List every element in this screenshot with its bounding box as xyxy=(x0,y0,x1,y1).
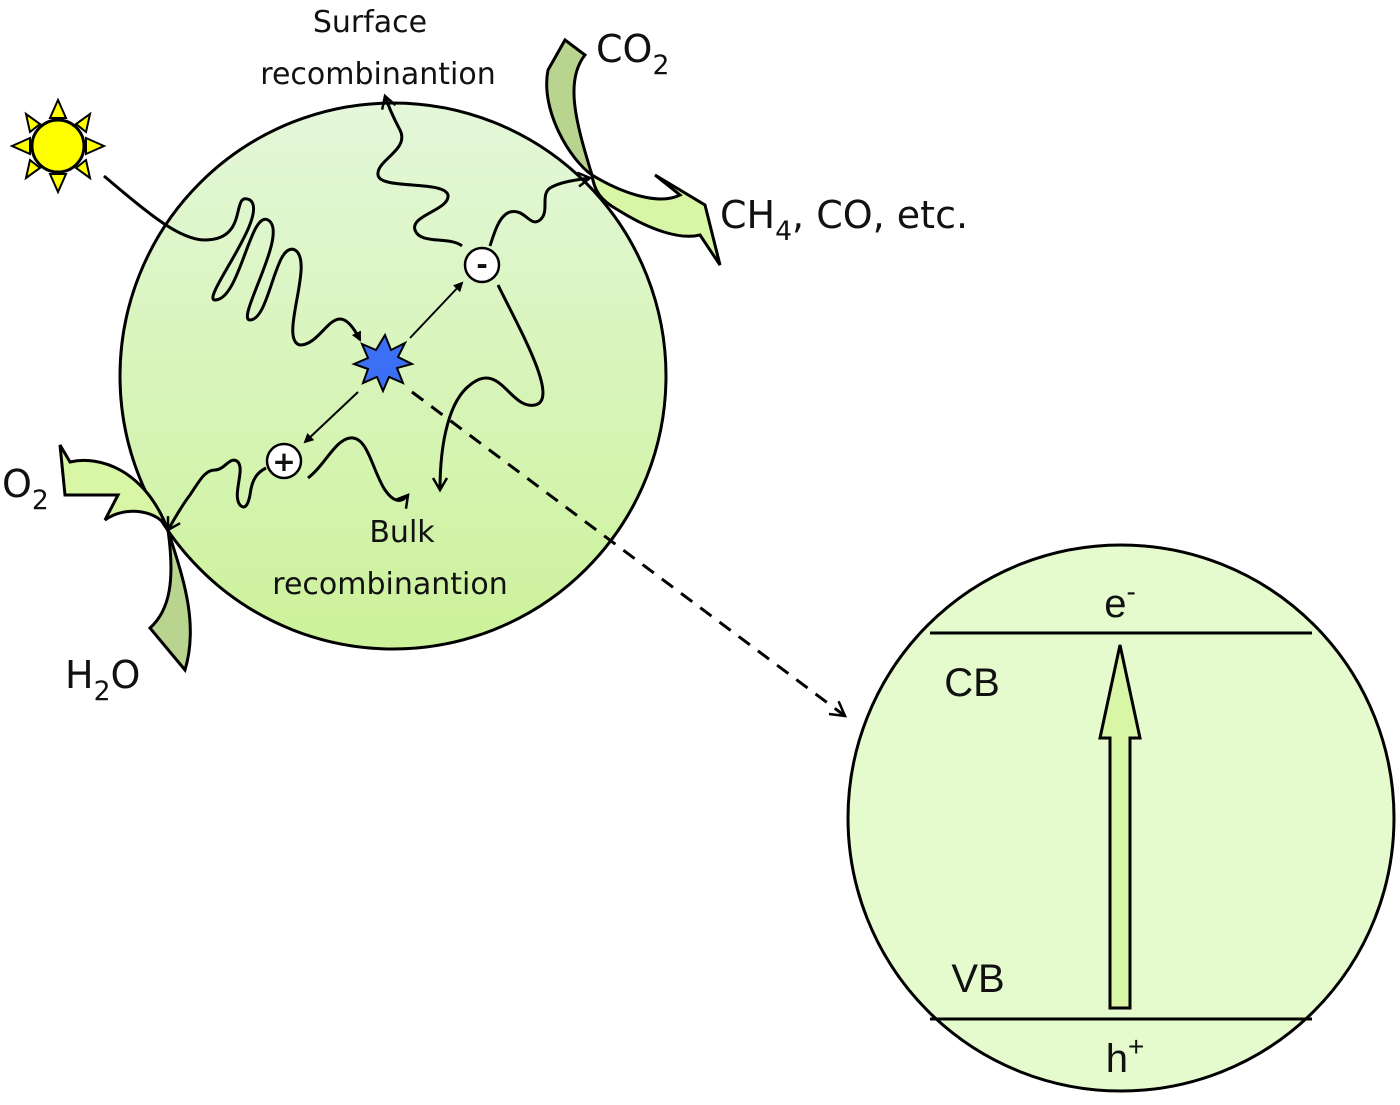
electron-to-co2-path xyxy=(488,171,593,247)
vb-label: VB xyxy=(951,957,1004,1001)
hole-to-o2-path xyxy=(166,458,267,533)
products-label: CH4, CO, etc. xyxy=(720,193,968,247)
cb-label: CB xyxy=(944,661,1000,705)
hole-bulk-path xyxy=(307,436,410,509)
exciton-to-electron-arrow xyxy=(409,281,464,339)
co2-label: CO2 xyxy=(596,27,669,81)
h2o-label: H2O xyxy=(65,653,140,707)
bulk-recombination-label-2: recombinantion xyxy=(272,567,507,602)
light-path xyxy=(103,174,362,347)
exciton-to-hole-arrow xyxy=(303,391,359,444)
sun-icon xyxy=(9,97,107,195)
electron-bulk-path xyxy=(431,284,545,493)
electron-band-label: e- xyxy=(1104,576,1136,626)
o2-label: O2 xyxy=(2,462,49,516)
co2-reduction-arrow xyxy=(545,37,722,266)
hole-marker: + xyxy=(265,442,303,480)
surface-recombination-path xyxy=(376,93,463,248)
hole-band-label: h+ xyxy=(1106,1031,1145,1081)
band-diagram-inset: e- CB VB h+ xyxy=(846,543,1396,1093)
electron-marker: - xyxy=(463,246,501,284)
electron-symbol: - xyxy=(476,248,488,281)
bulk-recombination-label-1: Bulk xyxy=(369,515,435,550)
excitation-burst-icon xyxy=(351,332,415,394)
zoom-dashed-arrow xyxy=(411,390,848,718)
hole-symbol: + xyxy=(272,445,295,478)
surface-recombination-label-1: Surface xyxy=(313,5,427,40)
excitation-arrow xyxy=(1098,644,1142,1010)
water-oxidation-arrow xyxy=(58,444,192,674)
surface-recombination-label-2: recombinantion xyxy=(260,57,495,92)
